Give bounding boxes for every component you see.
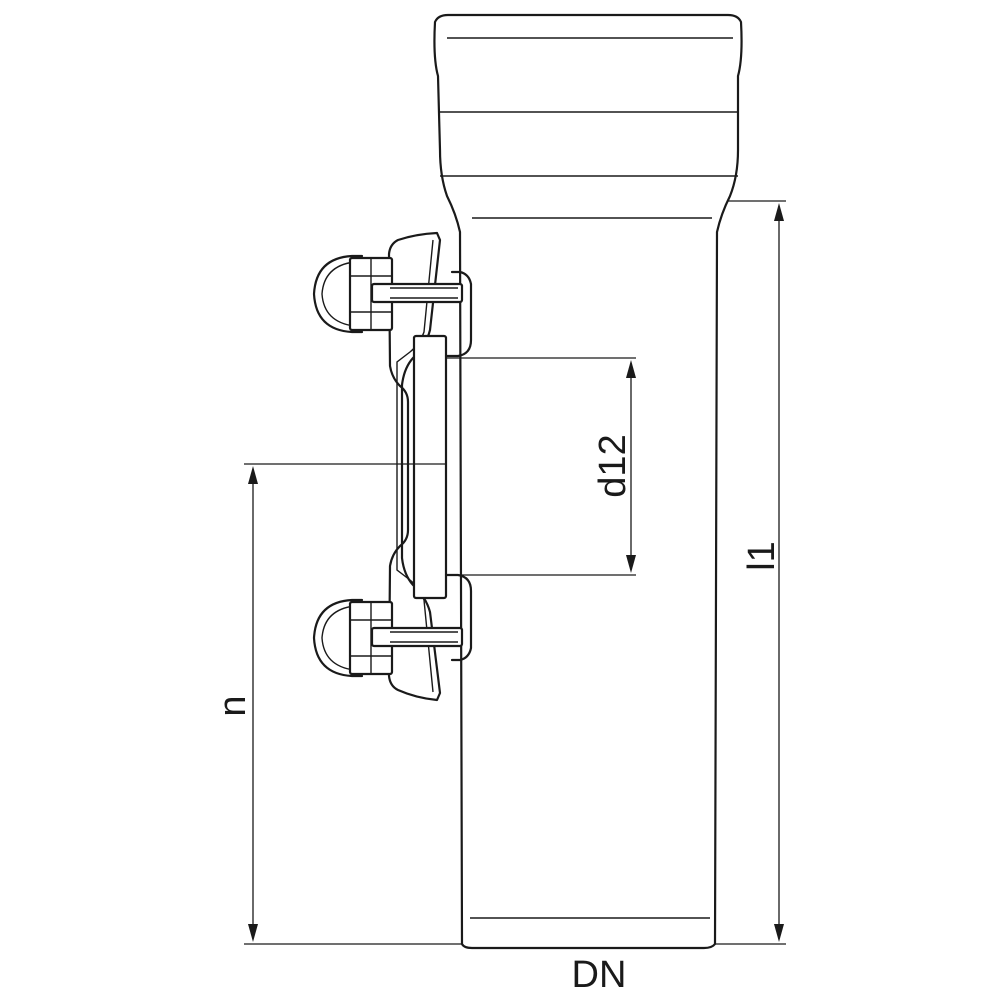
d12-arrow-bottom xyxy=(626,555,636,573)
n-label: n xyxy=(212,695,254,716)
clamp-saddle xyxy=(387,231,473,702)
upper-cap-nut xyxy=(312,254,364,334)
lower-cap-nut xyxy=(312,598,364,678)
dimension-n: n xyxy=(212,463,462,945)
l1-arrow-bottom xyxy=(774,924,784,942)
n-arrow-bottom xyxy=(248,924,258,942)
pipe-body xyxy=(433,13,743,950)
lower-bolt-shaft xyxy=(370,626,464,648)
outlet-plate xyxy=(412,334,448,600)
upper-cap-inner xyxy=(321,261,360,327)
dimension-l1: l1 xyxy=(715,200,786,945)
lower-cap-inner xyxy=(321,605,360,671)
lower-hook-lug xyxy=(444,573,473,662)
pipe-outline xyxy=(433,13,743,950)
upper-bolt-assembly xyxy=(312,254,464,334)
l1-arrow-top xyxy=(774,203,784,221)
lower-bolt-assembly xyxy=(312,598,464,678)
dn-label: DN xyxy=(572,954,627,996)
upper-bolt-shaft xyxy=(370,282,464,304)
d12-arrow-top xyxy=(626,360,636,378)
d12-label: d12 xyxy=(592,434,634,497)
n-arrow-top xyxy=(248,466,258,484)
upper-hook-lug xyxy=(444,270,473,358)
saddle-shell xyxy=(387,231,442,702)
l1-label: l1 xyxy=(741,541,783,571)
dimension-d12: d12 xyxy=(446,357,636,576)
